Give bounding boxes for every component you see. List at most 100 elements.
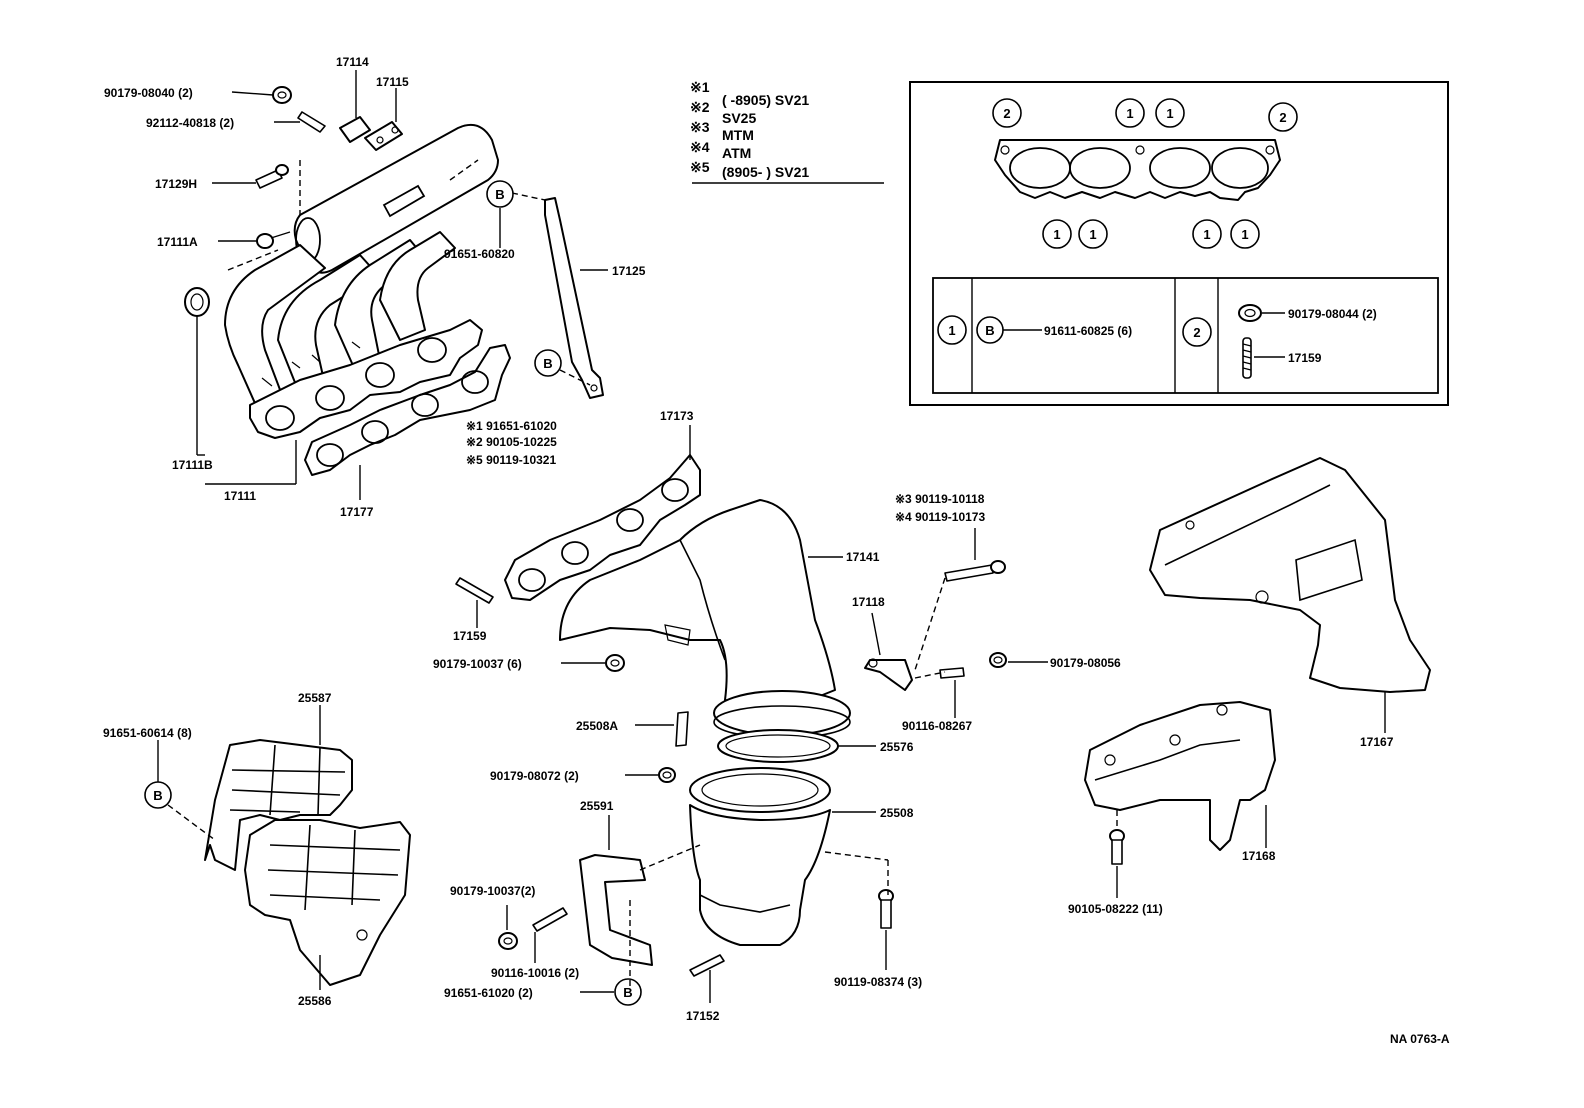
stud-icon-17159 — [455, 577, 494, 604]
leaders-center — [476, 425, 1048, 1003]
label-9165160820: 91651-60820 — [444, 247, 515, 261]
stay-bracket-17125 — [544, 197, 604, 399]
heat-insulator-25586 — [244, 819, 411, 986]
label-17177: 17177 — [340, 505, 374, 519]
callout-B-3: B — [144, 781, 172, 809]
label-17141: 17141 — [846, 550, 880, 564]
bracket-25591 — [579, 854, 653, 966]
svg-text:2: 2 — [1003, 106, 1010, 121]
inset-marker-1-e: 1 — [1192, 219, 1222, 249]
svg-text:B: B — [153, 788, 162, 803]
label-17111A: 17111A — [157, 235, 198, 249]
label-note1: ※1 91651-61020 — [466, 419, 557, 433]
nut-icon-9017910037b — [498, 932, 518, 950]
label-25587: 25587 — [298, 691, 332, 705]
label-17173: 17173 — [660, 409, 694, 423]
label-17125: 17125 — [612, 264, 646, 278]
stud-icon-9211240818 — [297, 111, 326, 133]
label-17152: 17152 — [686, 1009, 720, 1023]
leaders-left-bottom — [157, 705, 321, 990]
label-17129H: 17129H — [155, 177, 197, 191]
svg-text:1: 1 — [1203, 227, 1210, 242]
svg-text:1: 1 — [1241, 227, 1248, 242]
stud-icon-9011608267 — [939, 667, 965, 679]
legend-mark-4: ※4 — [690, 139, 710, 155]
manifold-gasket-17177 — [304, 344, 511, 476]
svg-text:1: 1 — [1053, 227, 1060, 242]
inset-part-2b: 17159 — [1288, 351, 1322, 365]
label-25591: 25591 — [580, 799, 614, 813]
label-9017908056: 90179-08056 — [1050, 656, 1121, 670]
gasket-inset: 2 1 1 2 1 1 1 1 1 B 91611-60825 (6) 2 90… — [909, 81, 1449, 406]
inset-marker-1-a: 1 — [1115, 98, 1145, 128]
inset-part-1: 91611-60825 (6) — [1044, 324, 1132, 338]
legend-mark-2: ※2 — [690, 99, 710, 115]
svg-text:1: 1 — [1166, 106, 1173, 121]
label-25508: 25508 — [880, 806, 914, 820]
svg-text:B: B — [623, 985, 632, 1000]
label-17168: 17168 — [1242, 849, 1276, 863]
svg-text:1: 1 — [1126, 106, 1133, 121]
legend-mark-1: ※1 — [690, 79, 710, 95]
inset-marker-2-left: 2 — [992, 98, 1022, 128]
manifold-gasket-17173 — [504, 454, 701, 601]
stud-icon-17152 — [689, 954, 725, 977]
svg-text:2: 2 — [1279, 110, 1286, 125]
callout-B-2: B — [534, 349, 562, 377]
label-9165161020: 91651-61020 (2) — [444, 986, 533, 1000]
label-9017908040: 90179-08040 (2) — [104, 86, 193, 100]
nut-icon-9017908072 — [658, 767, 676, 783]
nut-icon-9017908040 — [272, 86, 292, 104]
legend-text-4: ATM — [722, 145, 751, 161]
inset-marker-1-c: 1 — [1042, 219, 1072, 249]
inset-marker-1-d: 1 — [1078, 219, 1108, 249]
label-25576: 25576 — [880, 740, 914, 754]
label-9017910037b: 90179-10037(2) — [450, 884, 535, 898]
label-9211240818: 92112-40818 (2) — [146, 116, 234, 130]
callout-B-1: B — [486, 180, 514, 208]
bolt-icon-9010508222 — [1109, 829, 1125, 865]
label-17167: 17167 — [1360, 735, 1394, 749]
svg-text:B: B — [495, 187, 504, 202]
stud-icon-9011610016 — [532, 907, 568, 932]
label-25586: 25586 — [298, 994, 332, 1008]
part-labels: 90179-08040 (2) 17114 17115 92112-40818 … — [103, 55, 1450, 1046]
stud-icon — [1242, 337, 1252, 379]
gasket-ring-25576 — [717, 729, 839, 763]
legend-mark-5: ※5 — [690, 159, 710, 175]
legend-text-5: (8905- ) SV21 — [722, 164, 809, 180]
bolt-icon-17111A — [256, 231, 291, 249]
leaders-right — [1116, 692, 1386, 898]
inset-marker-2-right: 2 — [1268, 102, 1298, 132]
inset-row-1-B: B — [976, 316, 1004, 344]
label-17118: 17118 — [852, 595, 885, 609]
legend-mark-3: ※3 — [690, 119, 710, 135]
label-9011608267: 90116-08267 — [902, 719, 972, 733]
nut-icon-9017908056 — [989, 652, 1007, 668]
svg-text:B: B — [543, 356, 552, 371]
label-17115: 17115 — [376, 75, 409, 89]
svg-text:2: 2 — [1193, 325, 1200, 340]
inset-marker-1-b: 1 — [1155, 98, 1185, 128]
label-9011908374: 90119-08374 (3) — [834, 975, 922, 989]
heat-insulator-25587 — [204, 739, 353, 871]
label-25508A: 25508A — [576, 719, 618, 733]
label-note2: ※2 90105-10225 — [466, 435, 557, 449]
gasket-icon-17114 — [339, 116, 371, 143]
label-9010508222: 90105-08222 (11) — [1068, 902, 1163, 916]
label-17111B: 17111B — [172, 458, 213, 472]
nut-icon-9017910037 — [605, 654, 625, 672]
label-9017908072: 90179-08072 (2) — [490, 769, 579, 783]
heat-insulator-17167 — [1149, 457, 1431, 693]
gasket-icon-17115 — [364, 121, 403, 151]
variant-legend: ※1 ( -8905) SV21 ※2 SV25 ※3 MTM ※4 ATM ※… — [690, 79, 884, 184]
heat-insulator-17168 — [1084, 701, 1276, 851]
bolt-icon-note3 — [944, 560, 1006, 582]
inset-marker-1-f: 1 — [1230, 219, 1260, 249]
label-17159: 17159 — [453, 629, 487, 643]
catalytic-converter-25508 — [689, 767, 831, 946]
svg-text:1: 1 — [1089, 227, 1096, 242]
label-diagram-ref: NA 0763-A — [1390, 1032, 1450, 1046]
leaders-top-left — [196, 70, 608, 500]
